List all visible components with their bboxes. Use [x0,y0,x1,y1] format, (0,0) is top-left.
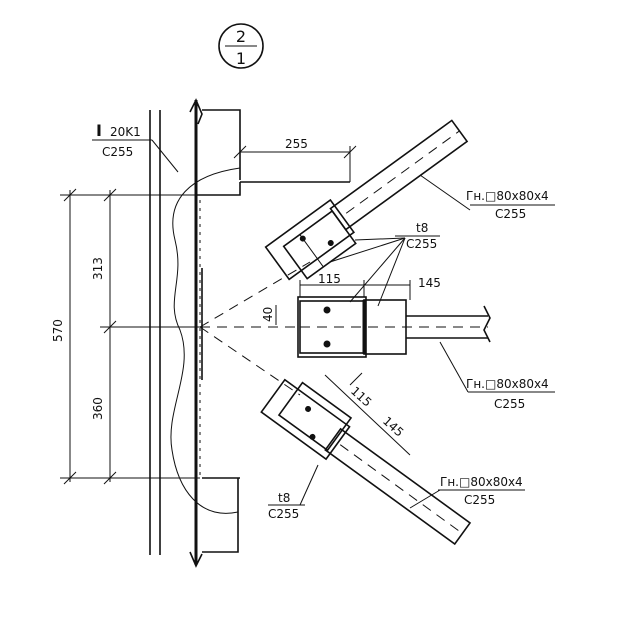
dim-bottom-plate-overlap: 145 [380,414,406,440]
tube-upper-section: Гн.□80х80х4 [466,189,549,203]
dim-bottom-plate-width: 115 [348,384,374,410]
section-mark: 2 1 [218,23,264,69]
dim-upper-part: 313 [91,257,105,280]
dim-top-plate-overlap: 145 [418,276,441,290]
tube-middle-steel: C255 [494,397,525,411]
lower-brace [260,378,472,546]
section-mark-bottom: 1 [236,49,246,68]
vertical-dimensions: 570 313 360 [51,188,200,485]
tube-upper-steel: C255 [495,207,526,221]
dim-plate-offset: 40 [261,307,275,322]
column-steel: C255 [102,145,133,159]
tube-lower-section: Гн.□80х80х4 [440,475,523,489]
tube-lower-label: Гн.□80х80х4 C255 [409,475,525,509]
gusset-thickness: t8 [416,221,428,235]
dim-top-plate-width: 115 [318,272,341,286]
dim-lower-part: 360 [91,397,105,420]
tube-lower-steel: C255 [464,493,495,507]
column-profile: 20K1 [110,125,141,139]
gusset-plate [196,181,350,479]
section-mark-top: 2 [236,27,246,46]
column-label: I 20K1 C255 [92,121,179,173]
gusset-note-lower: t8 C255 [268,464,319,521]
axis-lines [100,261,311,396]
dim-total-height: 570 [51,319,65,342]
tube-upper-label: Гн.□80х80х4 C255 [419,174,555,221]
dim-gusset-width: 255 [285,137,308,151]
gusset-lower-steel: C255 [268,507,299,521]
gusset-steel: C255 [406,237,437,251]
column-profile-symbol: I [96,121,102,140]
column [149,98,241,568]
middle-brace [297,296,491,358]
dim-gusset-width-group: 255 [233,137,357,182]
tube-middle-section: Гн.□80х80х4 [466,377,549,391]
gusset-note: t8 C255 [329,221,440,307]
tube-middle-label: Гн.□80х80х4 C255 [439,341,555,411]
gusset-lower-thickness: t8 [278,491,290,505]
middle-plate-dimensions: 115 145 40 [261,272,441,325]
